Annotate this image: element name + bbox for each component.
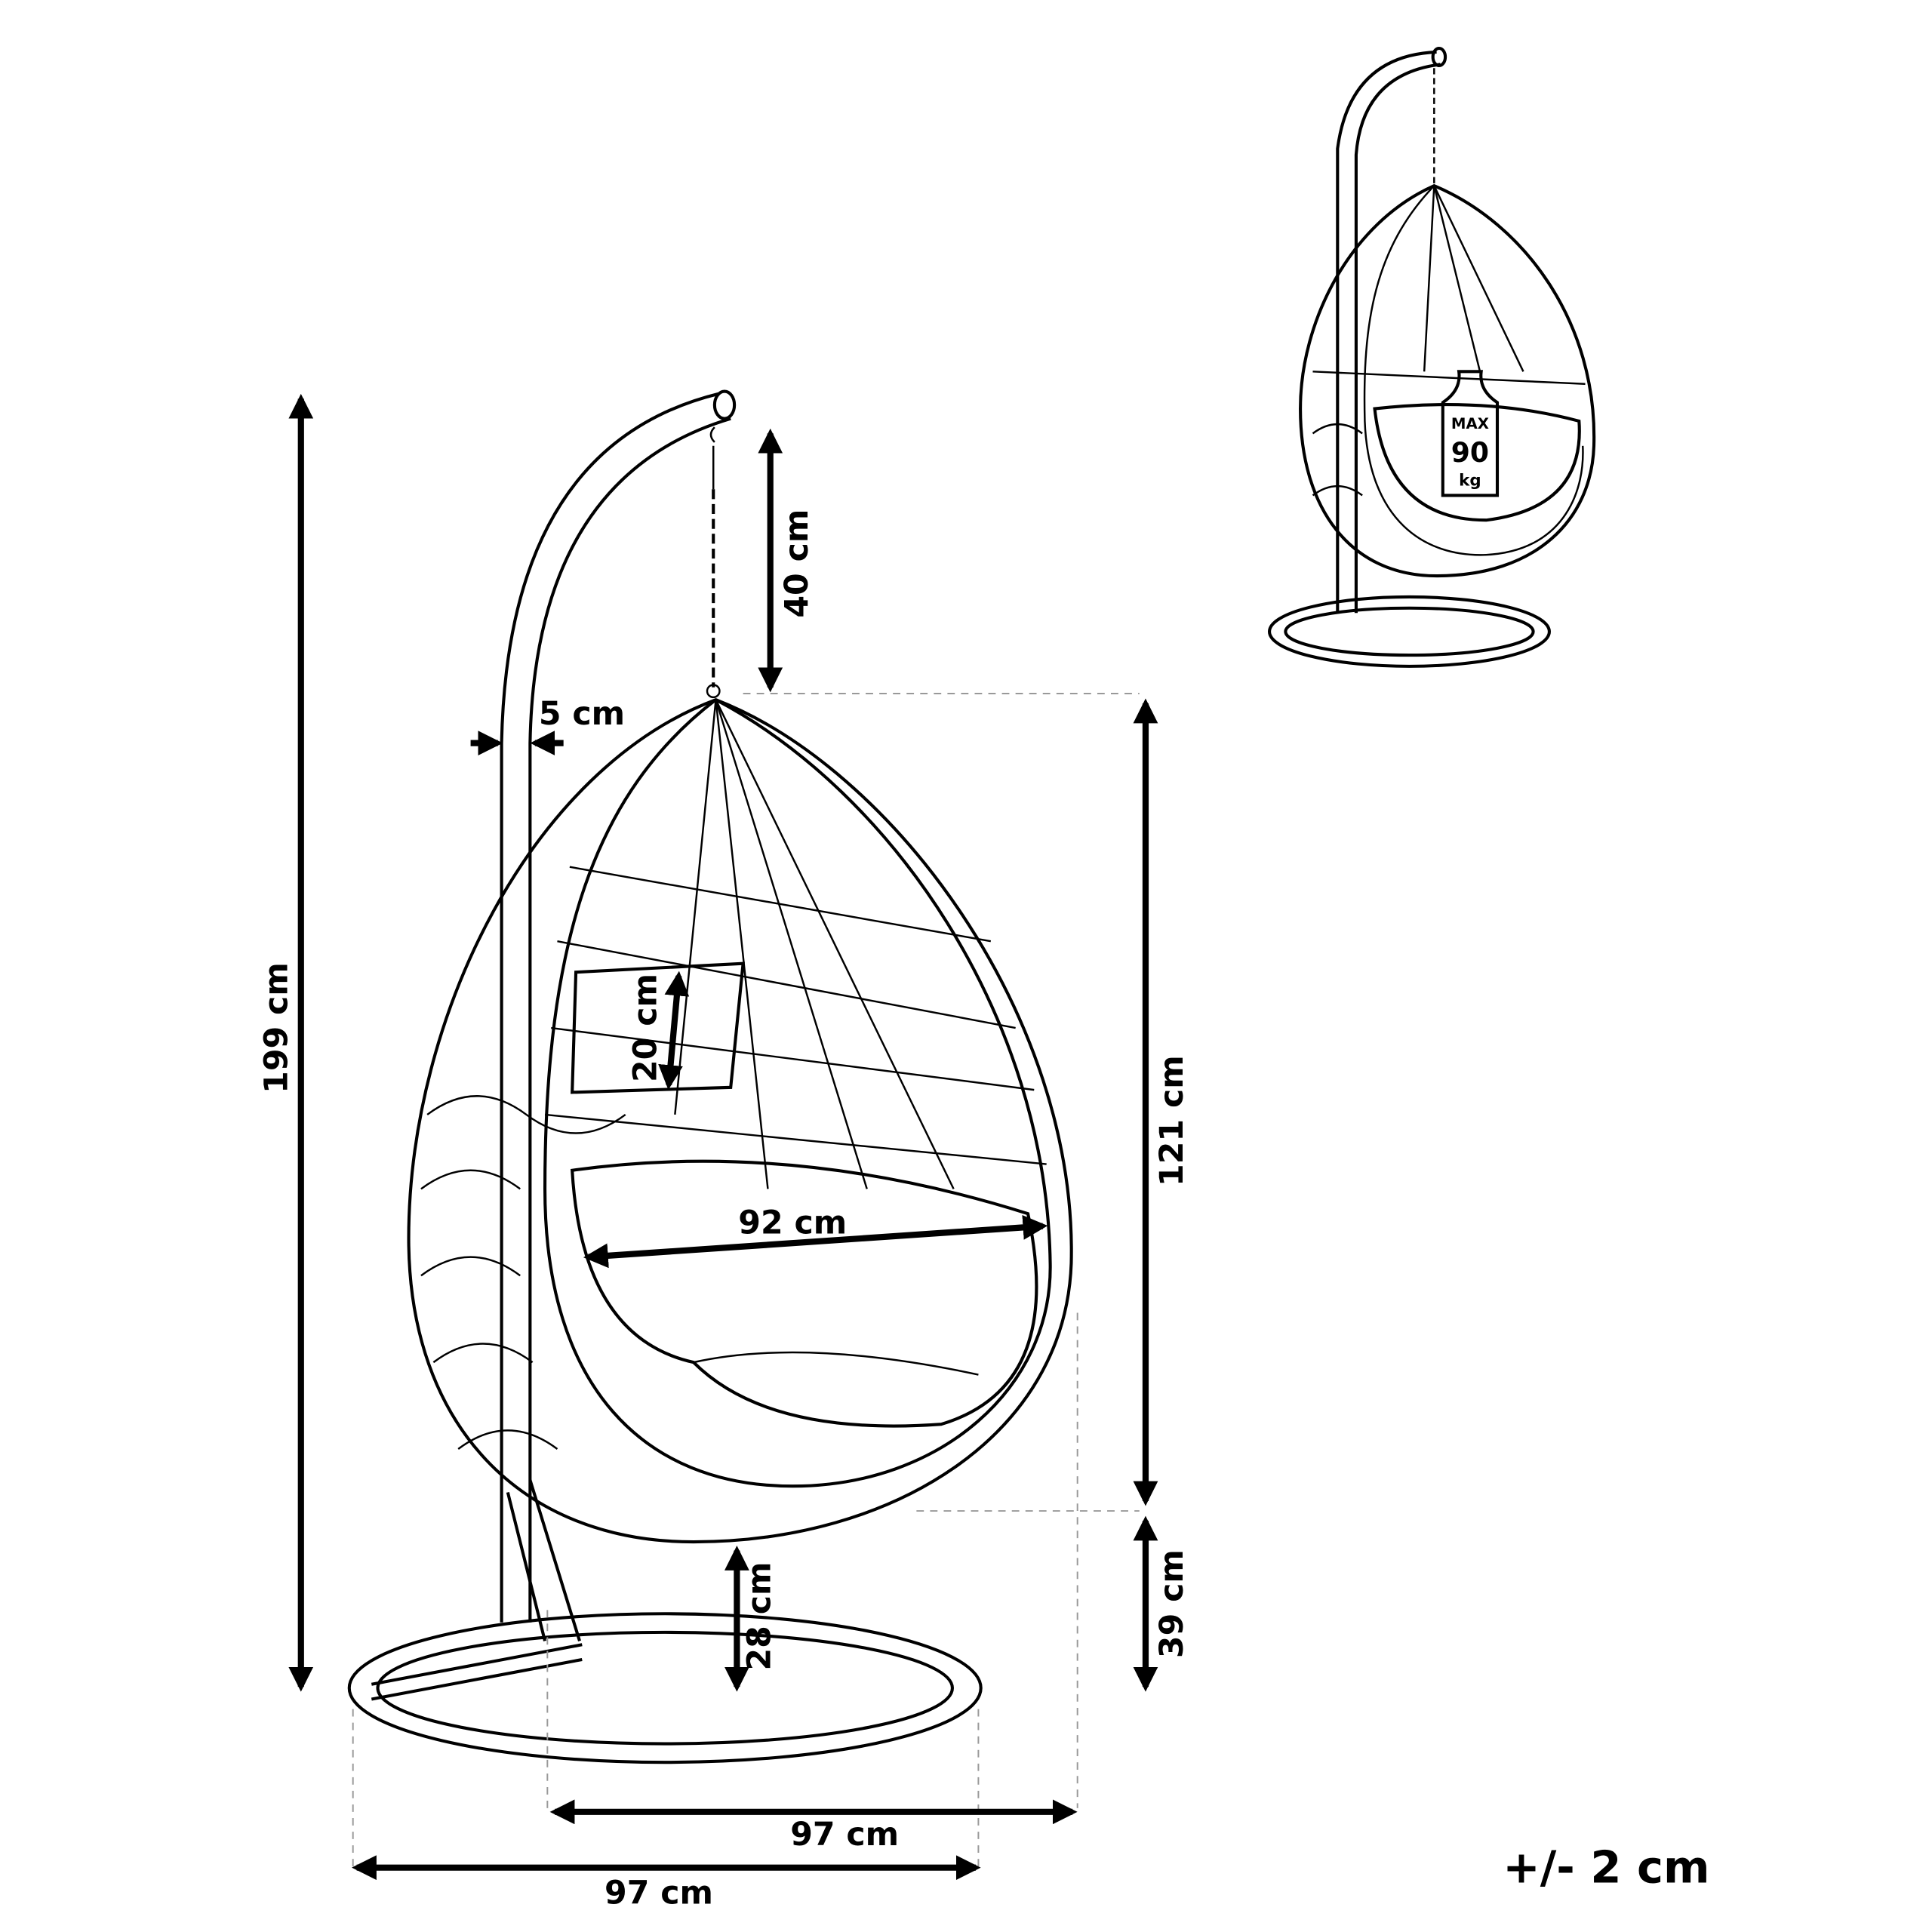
label-total-height: 199 cm (258, 962, 296, 1094)
dimension-arrows (288, 393, 1158, 1881)
max-load-unit: kg (1459, 471, 1481, 490)
label-base-diameter: 97 cm (605, 1874, 713, 1912)
tolerance-note: +/- 2 cm (1503, 1841, 1709, 1893)
label-seat-width: 92 cm (738, 1204, 847, 1241)
label-clearance: 39 cm (1153, 1549, 1191, 1658)
label-pole-thickness: 5 cm (539, 695, 625, 733)
label-basket-depth: 97 cm (790, 1816, 899, 1854)
weight-icon (1441, 370, 1500, 497)
label-pillow-height: 20 cm (627, 974, 665, 1082)
label-chain-length: 40 cm (778, 509, 816, 618)
max-load-label: MAX (1451, 415, 1489, 432)
label-seat-to-base: 28 cm (741, 1562, 779, 1671)
max-load-value: 90 (1451, 436, 1489, 469)
label-basket-height: 121 cm (1153, 1055, 1191, 1186)
stand (347, 389, 983, 1764)
egg-basket (407, 697, 1073, 1544)
pillow (571, 961, 745, 1094)
seat-cushion (570, 1159, 1038, 1428)
guide-lines (352, 692, 1140, 1870)
chain (706, 426, 721, 699)
thumbnail-view: MAX 90 kg (1268, 46, 1596, 668)
